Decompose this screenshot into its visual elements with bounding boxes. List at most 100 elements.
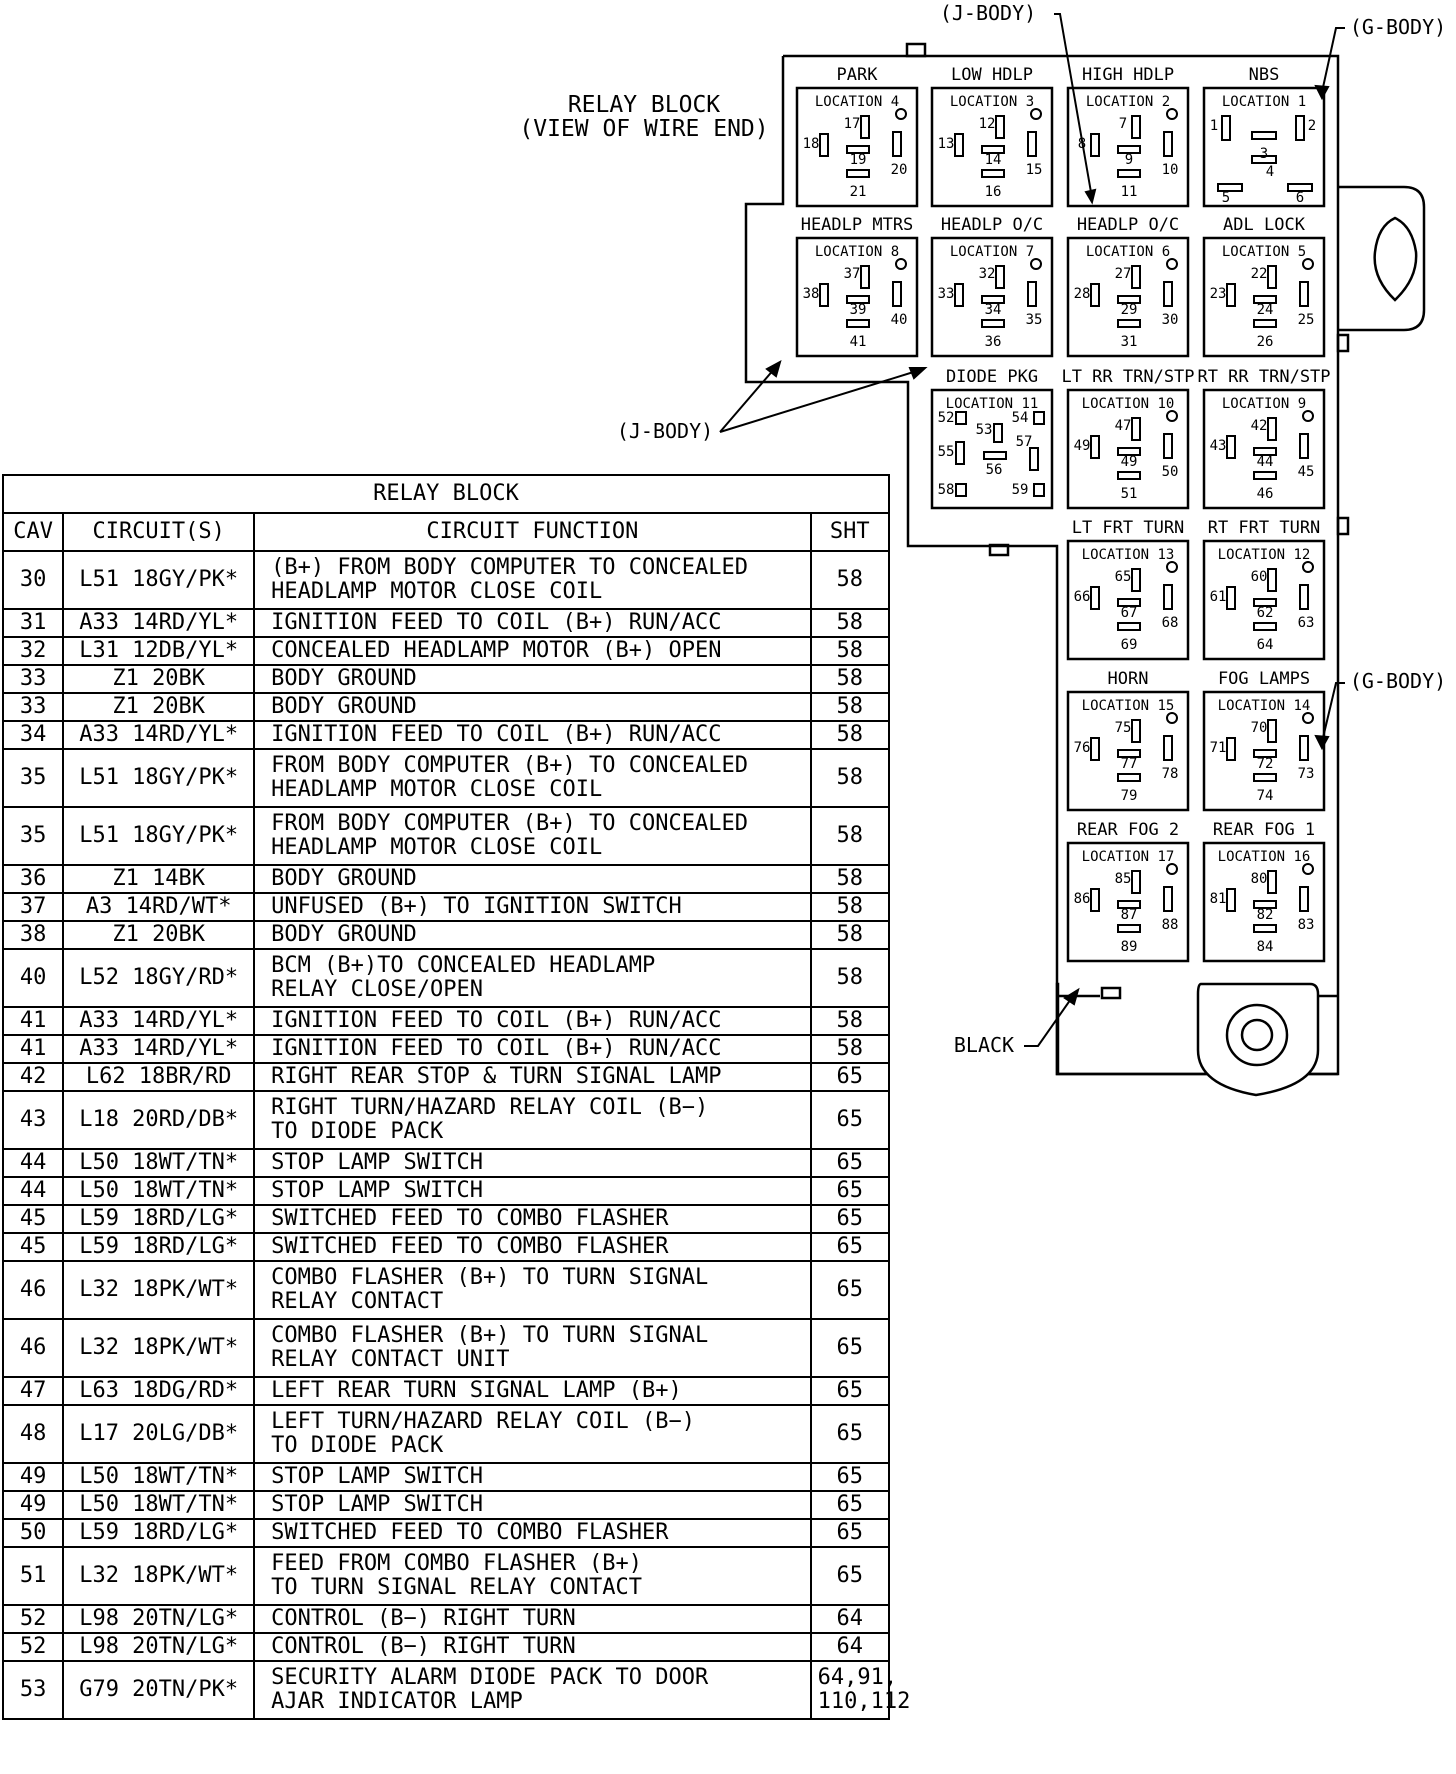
cell-function: UNFUSED (B+) TO IGNITION SWITCH	[253, 892, 812, 922]
header-sht: SHT	[809, 512, 891, 552]
cell-sht: 65	[809, 1376, 891, 1406]
cell-circuit: L51 18GY/PK*	[62, 748, 256, 808]
cell-cav: 41	[1, 1034, 65, 1064]
cell-sht: 58	[809, 608, 891, 638]
terminal-label: 54	[1012, 410, 1029, 426]
cell-sht: 65	[809, 1462, 891, 1492]
terminal-label: 73	[1298, 766, 1315, 782]
cell-cav: 33	[1, 692, 65, 722]
terminal-label: 40	[891, 312, 908, 328]
terminal-pin	[1287, 183, 1313, 192]
terminal-label: 3	[1260, 146, 1268, 162]
terminal-pin	[1117, 295, 1141, 304]
terminal-pin	[1163, 584, 1173, 610]
cell-sht: 58	[809, 664, 891, 694]
cell-function: (B+) FROM BODY COMPUTER TO CONCEALED HEA…	[253, 550, 812, 610]
cell-function: BODY GROUND	[253, 864, 812, 894]
terminal-pin	[1226, 586, 1236, 610]
terminal-label: 71	[1210, 740, 1227, 756]
header-circuit: CIRCUIT(S)	[62, 512, 256, 552]
cell-sht: 58	[809, 864, 891, 894]
terminal-pin	[1253, 773, 1277, 782]
terminal-pin	[846, 319, 870, 328]
terminal-label: 22	[1251, 266, 1268, 282]
terminal-pin	[846, 169, 870, 178]
cell-function: RIGHT TURN/HAZARD RELAY COIL (B−) TO DIO…	[253, 1090, 812, 1150]
terminal-pin	[1117, 749, 1141, 758]
terminal-label: 79	[1121, 788, 1138, 804]
orientation-dot	[1030, 108, 1042, 120]
terminal-label: 52	[938, 410, 955, 426]
relay-location-label: LOCATION 9	[1222, 396, 1306, 412]
terminal-label: 30	[1162, 312, 1179, 328]
cell-function: BODY GROUND	[253, 692, 812, 722]
terminal-label: 47	[1115, 418, 1132, 434]
terminal-pin	[1131, 568, 1141, 592]
terminal-pin	[892, 281, 902, 307]
terminal-label: 87	[1121, 907, 1138, 923]
orientation-dot	[1166, 712, 1178, 724]
terminal-pin	[993, 423, 1003, 443]
terminal-pin	[981, 319, 1005, 328]
relay-name: PARK	[837, 65, 879, 85]
terminal-label: 82	[1257, 907, 1274, 923]
orientation-dot	[1166, 258, 1178, 270]
relay-name: DIODE PKG	[946, 367, 1038, 387]
relay-location-label: LOCATION 11	[946, 396, 1039, 412]
cell-cav: 36	[1, 864, 65, 894]
terminal-label: 6	[1296, 190, 1304, 206]
cell-sht: 58	[809, 806, 891, 866]
cell-cav: 38	[1, 920, 65, 950]
cell-cav: 50	[1, 1518, 65, 1548]
terminal-label: 16	[985, 184, 1002, 200]
cell-circuit: L18 20RD/DB*	[62, 1090, 256, 1150]
cell-cav: 33	[1, 664, 65, 694]
mount-tab	[1196, 982, 1320, 1097]
cell-function: BODY GROUND	[253, 664, 812, 694]
terminal-pin	[1117, 773, 1141, 782]
cell-circuit: L50 18WT/TN*	[62, 1490, 256, 1520]
terminal-pin	[1117, 447, 1141, 456]
cell-function: COMBO FLASHER (B+) TO TURN SIGNAL RELAY …	[253, 1260, 812, 1320]
cell-cav: 49	[1, 1462, 65, 1492]
terminal-label: 9	[1125, 152, 1133, 168]
terminal-label: 17	[844, 116, 861, 132]
relay-block-subtitle: (VIEW OF WIRE END)	[519, 116, 768, 142]
terminal-label: 41	[850, 334, 867, 350]
terminal-label: 18	[803, 136, 820, 152]
cell-sht: 65	[809, 1148, 891, 1178]
cell-function: IGNITION FEED TO COIL (B+) RUN/ACC	[253, 1034, 812, 1064]
terminal-pin	[1253, 295, 1277, 304]
terminal-label: 63	[1298, 615, 1315, 631]
terminal-label: 75	[1115, 720, 1132, 736]
cell-sht: 64,91, 110,112	[809, 1660, 910, 1720]
cell-function: IGNITION FEED TO COIL (B+) RUN/ACC	[253, 608, 812, 638]
terminal-pin	[1131, 265, 1141, 289]
cell-circuit: A33 14RD/YL*	[62, 720, 256, 750]
cell-sht: 65	[809, 1518, 891, 1548]
terminal-pin	[1295, 115, 1305, 141]
relay-box	[1202, 388, 1326, 510]
terminal-label: 28	[1074, 286, 1091, 302]
cell-cav: 41	[1, 1006, 65, 1036]
relay-name: LOW HDLP	[951, 65, 1033, 85]
terminal-label: 85	[1115, 871, 1132, 887]
cell-function: LEFT REAR TURN SIGNAL LAMP (B+)	[253, 1376, 812, 1406]
orientation-dot	[1030, 258, 1042, 270]
relay-location-label: LOCATION 3	[950, 94, 1034, 110]
cell-circuit: Z1 20BK	[62, 920, 256, 950]
relay-name: REAR FOG 2	[1077, 820, 1179, 840]
terminal-pin	[1253, 749, 1277, 758]
terminal-label: 59	[1012, 482, 1029, 498]
terminal-pin	[1267, 417, 1277, 441]
